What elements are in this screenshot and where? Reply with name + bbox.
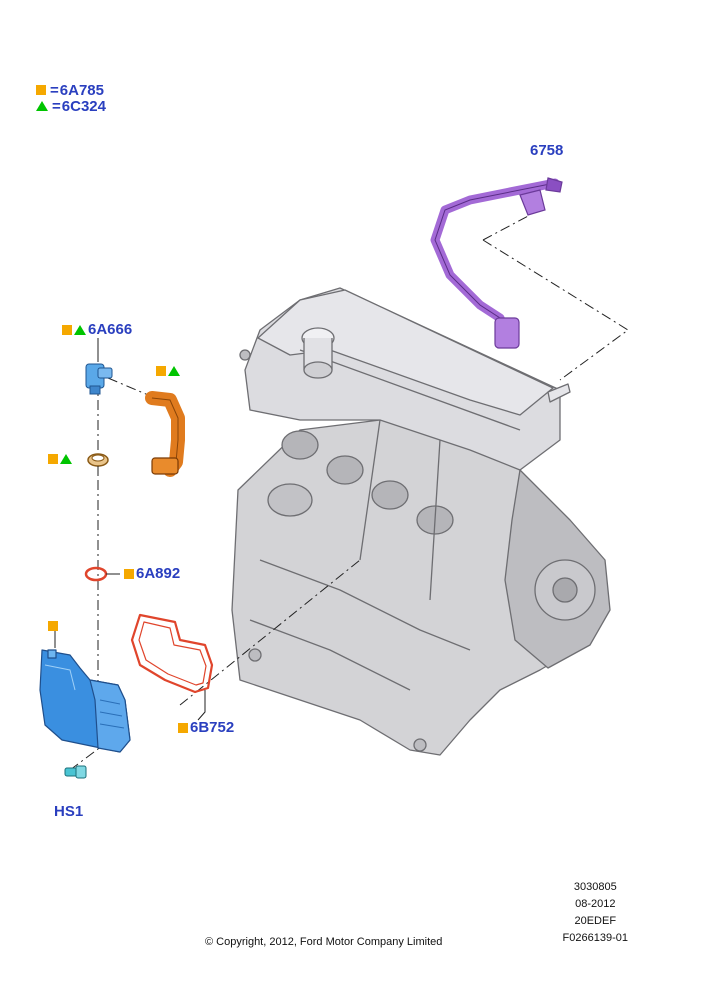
copyright-notice: © Copyright, 2012, Ford Motor Company Li… — [205, 936, 443, 948]
callout-housing-marker — [48, 617, 60, 634]
triangle-marker-icon — [168, 366, 180, 377]
gasket-6b752 — [130, 613, 214, 721]
pcv-hose — [430, 177, 563, 349]
callout-6a666: 6A666 — [62, 321, 132, 338]
square-marker-icon — [48, 454, 58, 465]
meta-line: F0266139-01 — [562, 932, 628, 944]
legend-row-triangle: = 6C324 — [36, 97, 106, 115]
legend: = 6A785 = 6C324 — [36, 81, 106, 115]
triangle-marker-icon — [60, 454, 72, 465]
oil-cooler-housing — [39, 649, 131, 753]
fitting-6a666 — [85, 363, 113, 395]
callout-seal-markers — [48, 450, 74, 467]
triangle-marker-icon — [74, 325, 86, 336]
engine-block — [231, 287, 611, 756]
legend-part: 6A785 — [59, 81, 104, 99]
callout-hs1: HS1 — [54, 803, 84, 820]
leader-lines — [54, 338, 99, 648]
legend-part: 6C324 — [61, 97, 106, 115]
legend-equals: = — [52, 97, 61, 115]
meta-line: 3030805 — [573, 881, 617, 893]
o-ring-6a892 — [84, 566, 120, 582]
bolt-hs1 — [64, 765, 87, 779]
drawing-metadata: 3030805 08-2012 20EDEF F0266139-01 — [563, 879, 628, 947]
triangle-marker-icon — [36, 101, 48, 111]
callout-6a892: 6A892 — [124, 565, 180, 582]
seal-ring — [87, 453, 109, 467]
square-marker-icon — [178, 723, 188, 734]
cooler-pipe — [145, 391, 185, 477]
square-marker-icon — [62, 325, 72, 336]
square-marker-icon — [156, 366, 166, 377]
legend-equals: = — [50, 81, 59, 99]
square-marker-icon — [36, 85, 46, 95]
square-marker-icon — [124, 569, 134, 580]
square-marker-icon — [48, 621, 58, 632]
legend-row-square: = 6A785 — [36, 81, 106, 99]
callout-pipe-markers — [156, 362, 182, 379]
callout-6758: 6758 — [530, 142, 564, 159]
meta-line: 08-2012 — [575, 898, 616, 910]
callout-6b752: 6B752 — [178, 719, 234, 736]
meta-line: 20EDEF — [574, 915, 617, 927]
